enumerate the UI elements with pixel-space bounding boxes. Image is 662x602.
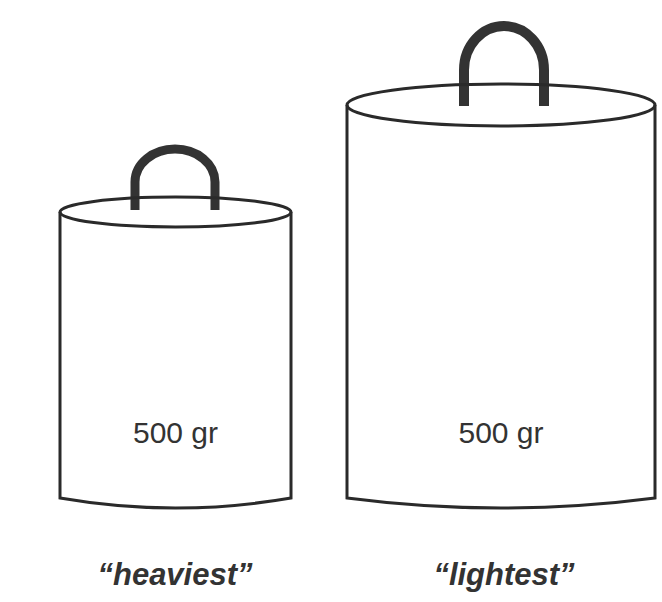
bag-cylinder: 500 gr xyxy=(345,82,657,510)
bag-outline xyxy=(345,82,657,520)
bag-outline xyxy=(58,195,293,520)
weight-label: 500 gr xyxy=(58,416,293,449)
bag-rim xyxy=(60,197,291,227)
weight-label: 500 gr xyxy=(345,416,657,449)
bag-cylinder: 500 gr xyxy=(58,195,293,510)
bag-caption: “heaviest” xyxy=(97,558,252,592)
large-bag-handle xyxy=(464,26,544,106)
bag-rim xyxy=(347,84,655,126)
bag-body xyxy=(60,212,291,508)
small-bag-handle xyxy=(135,149,215,210)
bag-caption: “lightest” xyxy=(433,558,574,592)
